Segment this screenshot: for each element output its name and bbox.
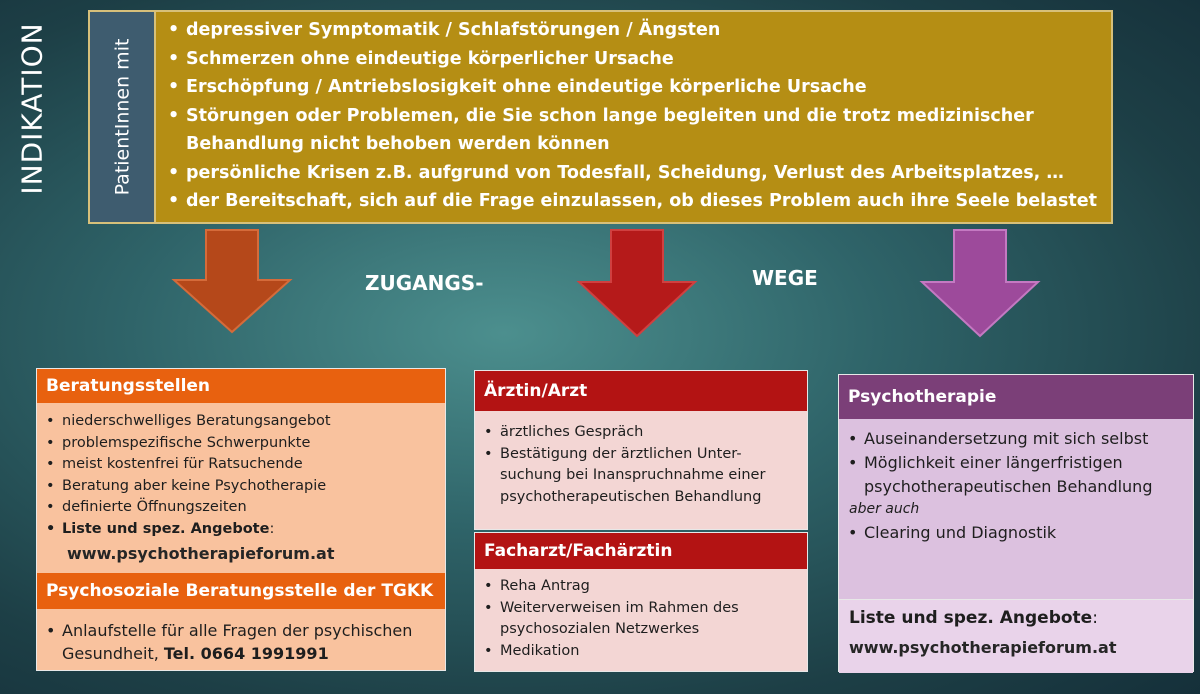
list-item: Auseinandersetzung mit sich selbst [845,427,1185,451]
arzt-list: ärztliches Gespräch Bestätigung der ärzt… [481,422,799,508]
list-item: Reha Antrag [481,576,799,598]
beratung-box: Beratungsstellen niederschwelliges Berat… [36,368,446,671]
arrow-orange-icon [171,229,293,334]
list-item: ärztliches Gespräch [481,422,799,444]
indikation-item: Schmerzen ohne eindeutige körperlicher U… [166,45,1105,74]
indikation-box: PatientInnen mit depressiver Symptomatik… [88,10,1113,224]
arzt-box: Ärztin/Arzt ärztliches Gespräch Bestätig… [474,370,808,530]
psychosozial-header: Psychosoziale Beratungsstelle der TGKK [37,573,445,609]
beratung-list: niederschwelliges Beratungsangebot probl… [43,411,439,540]
facharzt-box: Facharzt/Fachärztin Reha Antrag Weiterve… [474,532,808,672]
indikation-item: depressiver Symptomatik / Schlafstörunge… [166,16,1105,45]
beratung-url[interactable]: www.psychotherapieforum.at [67,544,335,563]
list-item: Clearing und Diagnostik [845,521,1185,545]
psychotherapie-list: Auseinandersetzung mit sich selbst Mögli… [845,427,1185,499]
psychotherapie-header: Psychotherapie [839,375,1193,419]
arrow-red-icon [576,229,698,338]
list-item-liste: Liste und spez. Angebote: [43,519,439,541]
zugangs-label: ZUGANGS- [365,271,484,295]
arzt-header: Ärztin/Arzt [475,371,807,411]
list-item: niederschwelliges Beratungsangebot [43,411,439,433]
arrow-purple-icon [919,229,1041,338]
psychotherapie-list-2: Clearing und Diagnostik [845,521,1185,545]
indikation-item: der Bereitschaft, sich auf die Frage ein… [166,187,1105,216]
indikation-item: Erschöpfung / Antriebslosigkeit ohne ein… [166,73,1105,102]
list-item: Möglichkeit einer längerfristigen psycho… [845,451,1185,499]
list-item: meist kostenfrei für Ratsuchende [43,454,439,476]
list-item: definierte Öffnungszeiten [43,497,439,519]
facharzt-header: Facharzt/Fachärztin [475,533,807,569]
indikation-item: persönliche Krisen z.B. aufgrund von Tod… [166,159,1105,188]
list-item: Weiterverweisen im Rahmen des psychosozi… [481,598,799,641]
list-item: Beratung aber keine Psychotherapie [43,476,439,498]
facharzt-list: Reha Antrag Weiterverweisen im Rahmen de… [481,576,799,662]
psychotherapie-url[interactable]: www.psychotherapieforum.at [849,638,1117,657]
psychosozial-list: Anlaufstelle für alle Fragen der psychis… [43,619,439,665]
list-item: Bestätigung der ärztlichen Unter-suchung… [481,444,799,509]
psychotherapie-footer: Liste und spez. Angebote: www.psychother… [839,599,1193,673]
beratung-header: Beratungsstellen [37,369,445,403]
liste-label: Liste und spez. Angebote: [849,608,1098,628]
list-item: Anlaufstelle für alle Fragen der psychis… [43,619,439,665]
psychotherapie-box: Psychotherapie Auseinandersetzung mit si… [838,374,1194,673]
patientinnen-label: PatientInnen mit [90,12,156,222]
wege-label: WEGE [752,266,818,290]
indikation-list: depressiver Symptomatik / Schlafstörunge… [166,16,1105,216]
aber-auch-label: aber auch [849,501,920,517]
indikation-title: INDIKATION [15,21,49,195]
indikation-item: Störungen oder Problemen, die Sie schon … [166,102,1105,159]
list-item: Medikation [481,641,799,663]
list-item: problemspezifische Schwerpunkte [43,433,439,455]
